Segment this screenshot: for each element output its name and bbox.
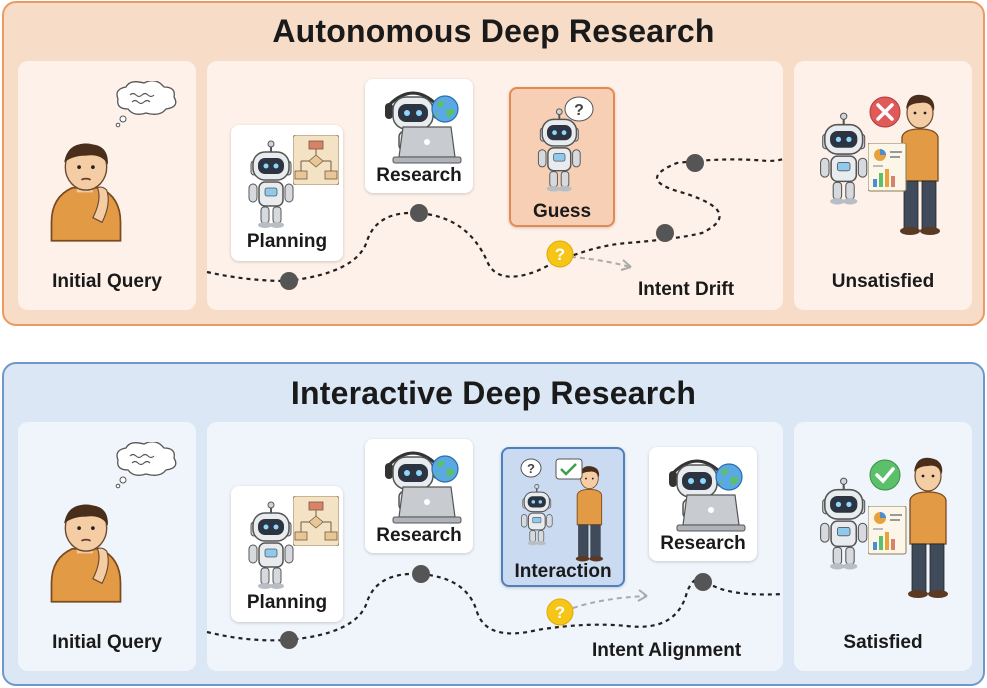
svg-text:?: ?	[527, 461, 535, 476]
initial-query-label: Initial Query	[52, 632, 162, 653]
chart-icon	[868, 506, 907, 555]
initial-query-panel: Initial Query	[18, 61, 196, 310]
globe-icon	[431, 455, 459, 483]
globe-icon	[431, 95, 459, 123]
satisfied-panel: Satisfied	[794, 422, 972, 671]
interaction-label: Interaction	[514, 561, 612, 582]
planning-label: Planning	[246, 592, 328, 613]
question-mark-icon: ?	[520, 458, 542, 478]
intent-drift-label: Intent Drift	[638, 279, 735, 300]
interaction-card: ? Interaction	[501, 447, 625, 587]
initial-query-panel: Initial Query	[18, 422, 196, 671]
thinking-person-icon	[50, 143, 122, 242]
process-panel: ? Planning Research ? Guess Intent Drift	[206, 61, 784, 310]
guess-label: Guess	[532, 201, 592, 222]
satisfied-label: Satisfied	[843, 632, 923, 653]
interactive-section: Interactive Deep Research Initial Query …	[2, 362, 985, 686]
autonomous-title: Autonomous Deep Research	[272, 13, 715, 49]
research-path: ?	[206, 565, 784, 649]
unsatisfied-panel: Unsatisfied	[794, 61, 972, 310]
question-mark-icon	[546, 240, 574, 268]
svg-text:?: ?	[574, 102, 584, 119]
guess-card: ? Guess	[509, 87, 615, 227]
thought-bubble-icon	[115, 442, 177, 489]
research-card-2: Research	[649, 447, 757, 561]
check-icon	[555, 458, 583, 480]
intent-alignment-label: Intent Alignment	[592, 640, 742, 661]
research-label-2: Research	[660, 533, 746, 554]
flowchart-icon	[293, 496, 339, 546]
question-mark-icon: ?	[564, 96, 594, 122]
process-panel: ? Planning Research ? Interaction	[206, 422, 784, 671]
robot-icon	[819, 112, 868, 206]
robot-icon	[520, 483, 553, 546]
globe-icon	[715, 463, 743, 491]
check-icon	[869, 459, 901, 491]
planning-label: Planning	[246, 231, 328, 252]
svg-text:?: ?	[555, 245, 565, 264]
laptop-icon	[392, 126, 462, 164]
chart-icon	[868, 143, 907, 192]
robot-icon	[819, 477, 868, 571]
research-path: ?	[206, 154, 784, 290]
planning-card: Planning	[231, 486, 343, 622]
thought-bubble-icon	[115, 81, 177, 128]
flowchart-icon	[293, 135, 339, 185]
autonomous-section: Autonomous Deep Research Initial Query ?…	[2, 1, 985, 326]
thinking-person-icon	[50, 504, 122, 603]
initial-query-label: Initial Query	[52, 271, 162, 292]
interactive-title: Interactive Deep Research	[290, 375, 697, 411]
research-label-1: Research	[376, 525, 462, 546]
research-card: Research	[365, 79, 473, 193]
svg-text:?: ?	[555, 603, 565, 622]
laptop-icon	[676, 494, 746, 532]
cross-icon	[869, 96, 901, 128]
question-mark-icon	[546, 598, 574, 626]
research-label: Research	[376, 165, 462, 186]
laptop-icon	[392, 486, 462, 524]
planning-card: Planning	[231, 125, 343, 261]
unsatisfied-label: Unsatisfied	[831, 271, 935, 292]
research-card-1: Research	[365, 439, 473, 553]
